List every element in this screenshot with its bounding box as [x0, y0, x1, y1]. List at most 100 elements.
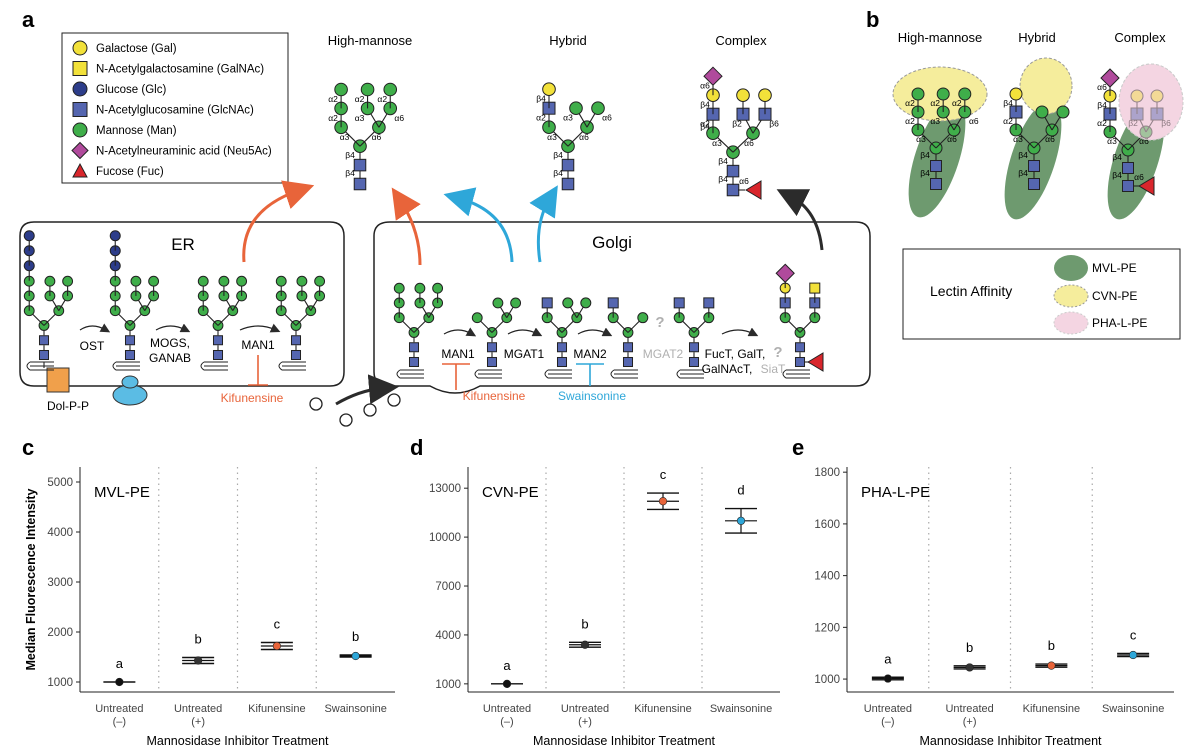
monosaccharide-square — [556, 342, 568, 353]
circle-icon — [72, 81, 88, 97]
y-tick-label: 1000 — [814, 674, 840, 686]
linkage-label: α3 — [563, 113, 573, 123]
linkage-label: α6 — [602, 113, 612, 123]
linkage-label: α6 — [579, 132, 589, 142]
monosaccharide-circle — [1009, 87, 1023, 101]
lectin-legend-title: Lectin Affinity — [930, 283, 1012, 299]
linkage-label: α3 — [1013, 134, 1023, 144]
y-axis-label: Median Fluorescence Intensity — [24, 488, 38, 670]
y-tick-label: 1000 — [47, 677, 73, 689]
monosaccharide-circle — [383, 82, 398, 97]
x-tick-label: Kifunensine — [634, 703, 692, 715]
x-tick-label: Untreated — [95, 703, 143, 715]
monosaccharide-circle — [736, 88, 750, 102]
monosaccharide-circle — [109, 230, 121, 242]
question-mgat2: ? — [655, 314, 664, 331]
er-to-highmannose-arrow — [242, 180, 315, 263]
y-tick-label: 10000 — [429, 532, 461, 544]
monosaccharide-circle — [393, 282, 405, 294]
linkage-label: β4 — [718, 156, 728, 166]
significance-letter: b — [581, 616, 588, 631]
linkage-label: α6 — [947, 134, 957, 144]
linkage-label: α3 — [1107, 136, 1117, 146]
linkage-label: α2 — [328, 113, 338, 123]
linkage-label: α6 — [372, 132, 382, 142]
monosaccharide-square — [703, 297, 715, 309]
linkage-label: β4 — [553, 150, 563, 160]
monosaccharide-square — [794, 342, 806, 353]
golgi-glycan-complex — [775, 263, 824, 379]
monosaccharide-circle — [148, 275, 160, 287]
monosaccharide-square — [290, 335, 302, 346]
triangle-icon — [72, 162, 88, 178]
cvn-swatch — [1053, 284, 1089, 308]
x-axis-label: Mannosidase Inhibitor Treatment — [146, 734, 329, 748]
monosaccharide-square — [486, 342, 498, 353]
significance-letter: c — [274, 617, 281, 632]
er-compartment — [19, 221, 345, 387]
monosaccharide-circle — [1056, 105, 1070, 119]
membrane-anchor — [112, 361, 140, 371]
linkage-label: α2 — [536, 113, 546, 123]
monosaccharide-square — [38, 349, 50, 361]
er-label: ER — [171, 235, 195, 254]
chart-title: CVN-PE — [482, 484, 539, 501]
fucose-triangle — [807, 352, 824, 372]
monosaccharide-circle — [62, 275, 74, 287]
significance-letter: b — [352, 629, 359, 644]
linkage-label: α2 — [328, 94, 338, 104]
square-icon — [72, 61, 88, 76]
square-icon — [72, 102, 88, 117]
er-glycan — [275, 275, 326, 371]
monosaccharide-square — [353, 177, 367, 191]
step-siat: SiaT — [761, 362, 786, 376]
linkage-label: β4 — [700, 100, 710, 110]
data-point — [502, 679, 512, 688]
inhibitor-swainsonine: Swainsonine — [558, 389, 626, 403]
linkage-label: β4 — [345, 150, 355, 160]
monosaccharide-square — [541, 297, 553, 309]
linkage-label: β4 — [700, 121, 710, 131]
monosaccharide-circle — [471, 312, 483, 324]
linkage-label: α2 — [1003, 116, 1013, 126]
monosaccharide-circle — [637, 312, 649, 324]
lectin-affinity-legend: Lectin Affinity MVL-PE CVN-PE PHA-L-PE — [902, 248, 1181, 340]
data-point — [883, 674, 892, 683]
monosaccharide-square — [353, 158, 367, 172]
data-point — [580, 640, 590, 649]
legend-label: Fucose (Fuc) — [96, 166, 164, 178]
panel-c-label: c — [22, 435, 34, 460]
golgi-glycan-man2 — [607, 297, 649, 379]
linkage-label: α6 — [744, 138, 754, 148]
y-tick-label: 5000 — [47, 477, 73, 489]
data-point — [1047, 661, 1056, 670]
linkage-label: β4 — [920, 150, 930, 160]
monosaccharide-square — [124, 349, 136, 361]
legend-label: Glucose (Glc) — [96, 84, 166, 96]
legend-item: Glucose (Glc) — [72, 81, 166, 97]
membrane-anchor — [610, 369, 638, 379]
b-title-high-mannose: High-mannose — [898, 30, 983, 45]
significance-letter: a — [884, 651, 892, 666]
fucose-triangle — [1138, 176, 1155, 196]
linkage-label: β2 — [732, 119, 742, 129]
linkage-label: α2 — [700, 119, 710, 129]
kifunensine-inhibition-er — [248, 355, 268, 386]
monosaccharide-square — [212, 349, 224, 361]
linkage-label: β4 — [536, 94, 546, 104]
dolpp-anchor — [46, 367, 70, 393]
inhibitor-kifunensine-er: Kifunensine — [221, 391, 284, 405]
y-tick-label: 4000 — [435, 630, 461, 642]
significance-letter: b — [966, 640, 973, 655]
monosaccharide-circle — [591, 101, 605, 115]
linkage-label: β4 — [1003, 98, 1013, 108]
monosaccharide-square — [556, 356, 568, 368]
x-tick-label: Untreated — [864, 703, 912, 715]
step-man2: MAN2 — [573, 347, 607, 361]
monosaccharide-circle — [510, 297, 522, 309]
neu5ac-diamond — [775, 263, 795, 283]
chart-title: MVL-PE — [94, 484, 150, 501]
monosaccharide-circle — [580, 297, 592, 309]
y-tick-label: 1600 — [814, 519, 840, 531]
